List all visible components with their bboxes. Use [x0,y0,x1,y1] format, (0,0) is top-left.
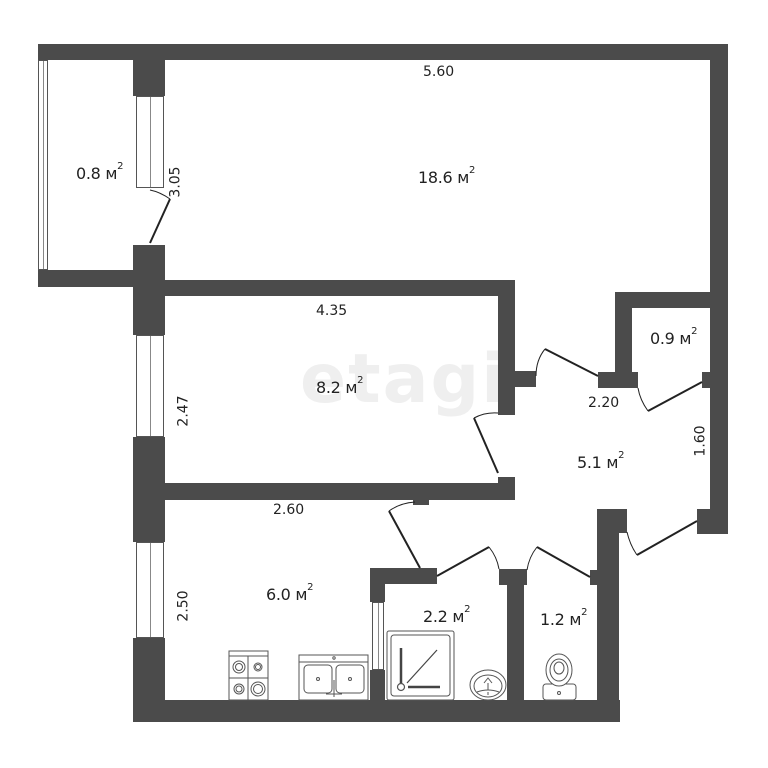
wall-balcony-bottom [38,270,138,287]
kitchen-window [136,542,164,638]
balcony-window [38,60,48,270]
bedroom-window [136,335,164,437]
wall-living-bedroom [165,280,515,296]
stove-icon [228,650,269,701]
wall-right-stub [697,509,728,534]
kitchen-door-stub [413,499,429,505]
closet-door-icon [647,381,703,412]
wash-basin-icon [469,669,507,701]
bedroom-door-icon [473,417,499,474]
kitchen-sink-icon [298,654,369,701]
watermark: etagi [300,340,507,419]
balcony-area-label: 0.8 м2 [76,161,124,183]
toilet-door-stub [590,570,600,585]
wall-kitchen-bath-upper [370,568,385,602]
bathroom-door-icon [436,546,490,577]
shower-tray-icon [386,630,455,701]
hallway-depth-dim: 1.60 [692,425,709,457]
door-swings [149,189,703,578]
wall-toilet-right [597,509,619,722]
hallway-width-dim: 2.20 [588,395,620,411]
kitchen-depth-dim: 2.50 [175,590,192,622]
wall-bedroom-right-stub [498,371,536,387]
living-depth-dim: 3.05 [167,166,184,198]
wall-bedroom-kitchen [165,483,515,500]
wall-right-upper [710,44,728,534]
closet-door-stub [702,372,714,388]
wall-bath-toilet [507,569,524,702]
wall-closet-stub [598,372,638,388]
wall-top [38,44,728,60]
kitchen-width-dim: 2.60 [273,502,305,518]
bedroom-depth-dim: 2.47 [175,395,192,427]
kitchen-door-icon [388,510,421,569]
bedroom-width-dim: 4.35 [316,303,348,319]
wall-closet-top [615,292,715,308]
living-room-area-label: 18.6 м2 [418,165,476,187]
wall-kitchen-bath-lower [370,670,385,702]
toilet-icon [542,653,577,701]
wall-left-between-windows [133,437,165,542]
entrance-door-icon [636,520,698,556]
wall-left-pillar-top [133,44,165,96]
toilet-area-label: 1.2 м2 [540,607,588,629]
bedroom-area-label: 8.2 м2 [316,375,364,397]
balcony-door-window [136,96,164,188]
wall-bathroom-top [370,568,437,584]
living-room-door-icon [544,348,599,377]
balcony-door-icon [149,198,171,244]
wall-bottom [133,700,620,722]
toilet-door-icon [536,546,591,578]
kitchen-bath-vent-window [372,602,384,670]
bathroom-area-label: 2.2 м2 [423,604,471,626]
closet-area-label: 0.9 м2 [650,326,698,348]
wall-left-pillar-mid [133,245,165,335]
living-width-dim: 5.60 [423,64,455,80]
kitchen-area-label: 6.0 м2 [266,582,314,604]
wall-closet-left [615,292,632,387]
hallway-area-label: 5.1 м2 [577,450,625,472]
